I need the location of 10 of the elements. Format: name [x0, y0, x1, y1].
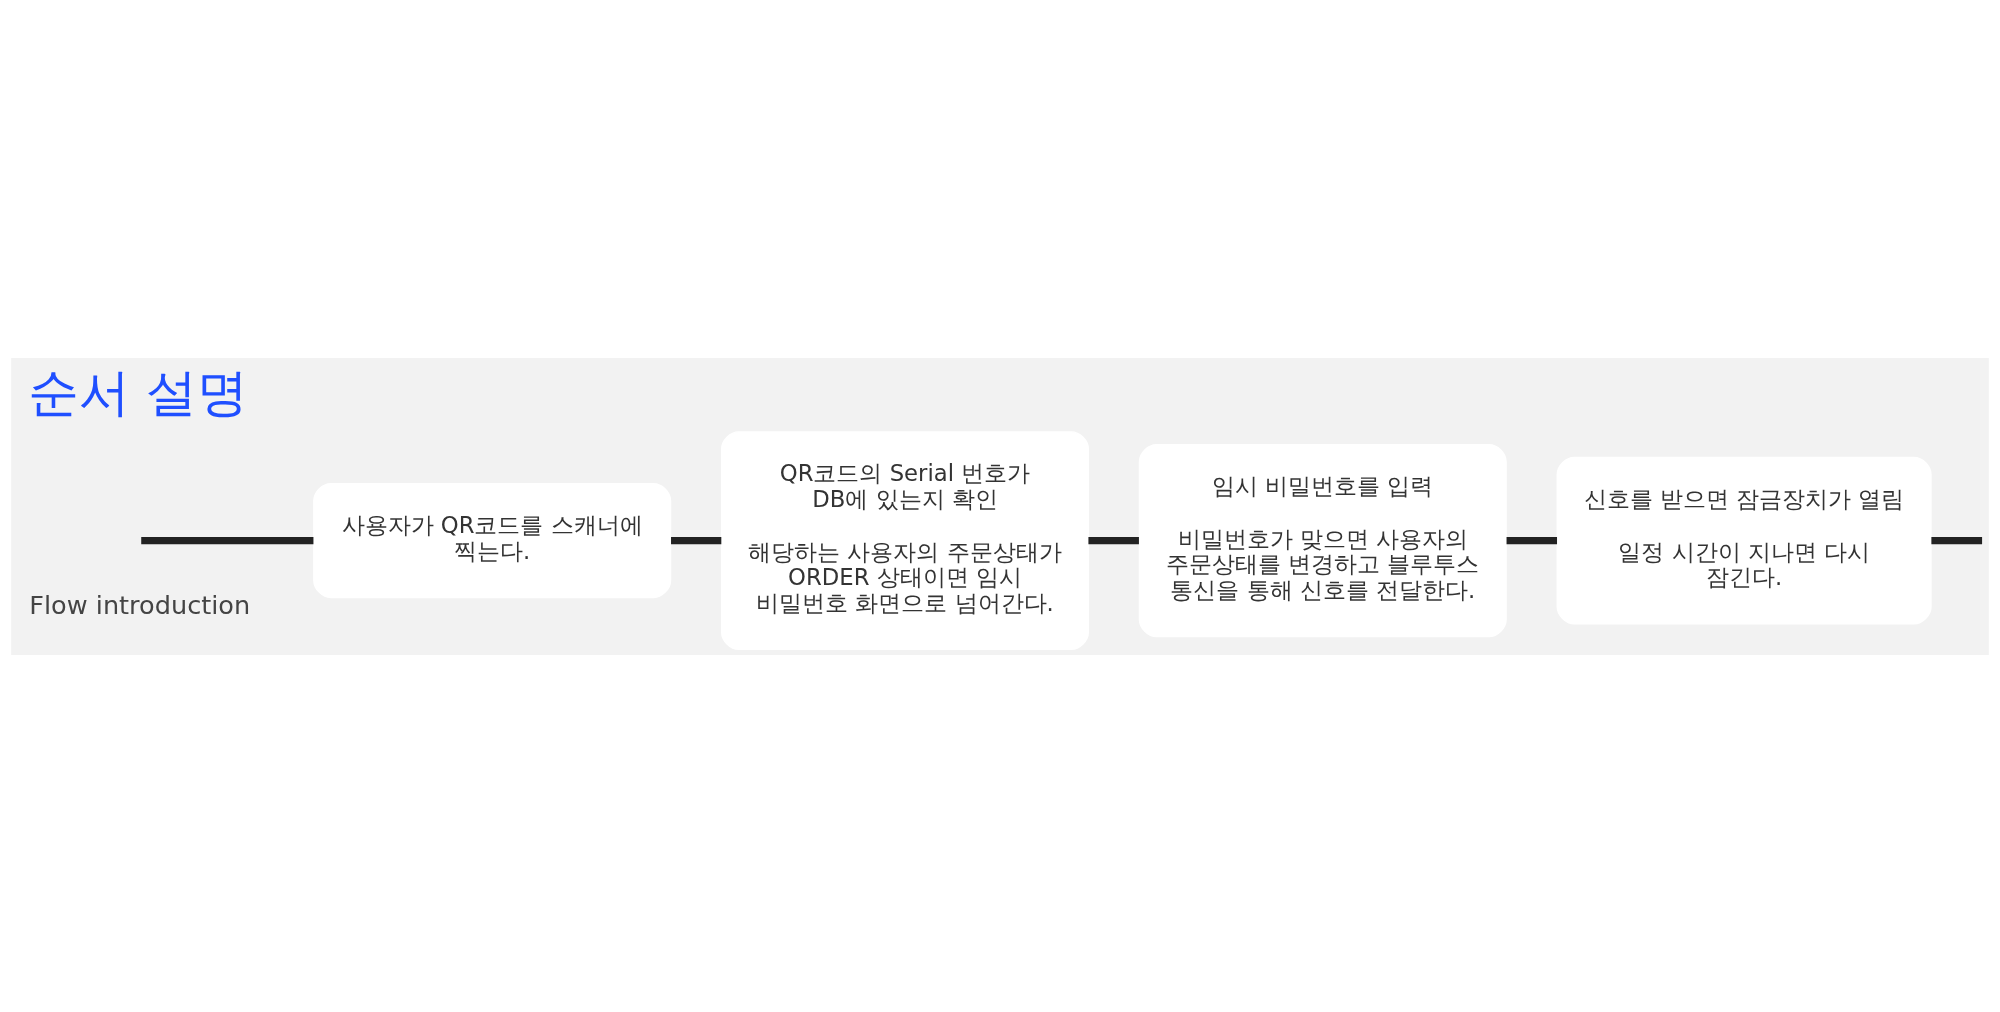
- node-box: 임시 비밀번호를 입력 비밀번호가 맞으면 사용자의 주문상태를 변경하고 블루투스 통신을 통해 신호를 전달한다.: [1138, 443, 1507, 637]
- connector: [1931, 536, 1983, 544]
- connector: [1506, 536, 1557, 544]
- connector: [671, 536, 722, 544]
- diagram-title: 순서 설명: [28, 362, 249, 422]
- node-box: 사용자가 QR코드를 스캐너에 찍는다.: [313, 482, 672, 598]
- label: Flow introduction: [29, 589, 251, 620]
- connector: [1088, 536, 1139, 544]
- node-box: 신호를 받으면 잠금장치가 열림 일정 시간이 지나면 다시 잠긴다.: [1556, 456, 1932, 624]
- node-box: QR코드의 Serial 번호가 DB에 있는지 확인 해당하는 사용자의 주문상태가 ORDER 상태이면 임시 비밀번호 화면으로 넘어간다.: [720, 430, 1089, 650]
